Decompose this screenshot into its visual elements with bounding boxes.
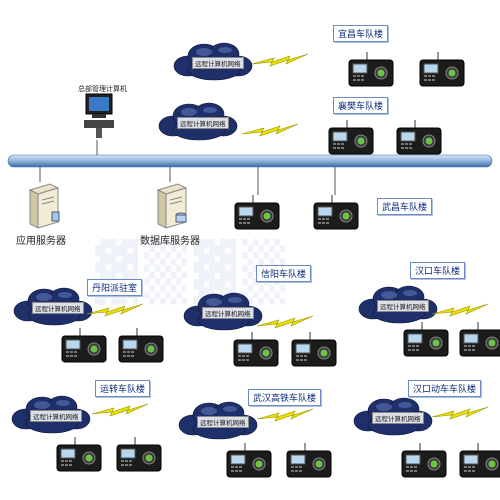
group-label-yichang: 宜昌车队楼 xyxy=(333,25,389,42)
lightning-bolt-icon xyxy=(431,406,489,420)
attendance-terminal-icon xyxy=(401,443,447,478)
attendance-terminal xyxy=(225,443,273,483)
attendance-terminal xyxy=(347,52,395,92)
attendance-terminal xyxy=(402,322,450,362)
lightning-bolt-icon xyxy=(86,303,144,317)
lightning-bolt-icon xyxy=(241,123,299,137)
lightning-bolt-icon xyxy=(431,303,489,317)
admin-computer xyxy=(82,90,116,140)
attendance-terminal xyxy=(60,328,108,368)
attendance-terminal xyxy=(395,120,443,160)
attendance-terminal-icon xyxy=(348,52,394,87)
attendance-terminal-icon xyxy=(403,322,449,357)
app-server xyxy=(22,182,62,234)
network-cloud-label: 远程计算机网络 xyxy=(202,307,254,319)
group-label-wuchang: 武昌车队楼 xyxy=(377,198,433,215)
db-server xyxy=(150,182,190,234)
wireless-link xyxy=(85,300,145,328)
backbone-bus xyxy=(7,154,493,168)
wireless-link xyxy=(255,312,315,340)
attendance-terminal xyxy=(327,120,375,160)
attendance-terminal xyxy=(117,328,165,368)
app-server-label: 应用服务器 xyxy=(16,236,66,247)
attendance-terminal-icon xyxy=(328,120,374,155)
attendance-terminal xyxy=(232,332,280,372)
attendance-terminal-icon xyxy=(459,322,500,357)
attendance-terminal-icon xyxy=(286,443,332,478)
attendance-terminal xyxy=(458,443,500,483)
attendance-terminal-icon xyxy=(291,332,337,367)
group-label-xinyang: 信阳车队楼 xyxy=(256,265,312,282)
attendance-terminal xyxy=(312,195,360,235)
attendance-terminal-icon xyxy=(118,328,164,363)
attendance-terminal xyxy=(285,443,333,483)
attendance-terminal-icon xyxy=(396,120,442,155)
attendance-terminal-icon xyxy=(56,437,102,472)
network-cloud-label: 远程计算机网络 xyxy=(377,300,429,312)
group-label-hankou_dongche: 汉口动车车队楼 xyxy=(408,380,482,397)
network-cloud-label: 远程计算机网络 xyxy=(177,117,229,129)
attendance-terminal-icon xyxy=(61,328,107,363)
admin-computer-label: 总部管理计算机 xyxy=(78,85,127,93)
lightning-bolt-icon xyxy=(91,403,149,417)
lightning-bolt-icon xyxy=(256,408,314,422)
network-cloud-label: 远程计算机网络 xyxy=(30,410,82,422)
server-icon xyxy=(28,183,60,229)
group-label-yunzhuan: 运转车队楼 xyxy=(95,380,151,397)
attendance-terminal-icon xyxy=(233,332,279,367)
network-cloud-label: 远程计算机网络 xyxy=(192,57,244,69)
wireless-link xyxy=(240,120,300,148)
db-server-label: 数据库服务器 xyxy=(140,236,200,247)
attendance-terminal-icon xyxy=(234,195,280,230)
attendance-terminal xyxy=(233,195,281,235)
wireless-link xyxy=(90,400,150,428)
server-icon xyxy=(156,183,188,229)
network-cloud-label: 远程计算机网络 xyxy=(197,416,249,428)
wireless-link xyxy=(430,300,490,328)
attendance-terminal xyxy=(115,437,163,477)
lightning-bolt-icon xyxy=(251,53,309,67)
attendance-terminal xyxy=(55,437,103,477)
group-label-hankou: 汉口车队楼 xyxy=(410,262,466,279)
lightning-bolt-icon xyxy=(256,315,314,329)
network-cloud-label: 远程计算机网络 xyxy=(32,302,84,314)
admin-computer-icon xyxy=(84,93,114,138)
attendance-terminal xyxy=(400,443,448,483)
attendance-terminal xyxy=(418,52,466,92)
group-label-xiangfan: 襄樊车队楼 xyxy=(333,97,389,114)
attendance-terminal xyxy=(458,322,500,362)
attendance-terminal-icon xyxy=(226,443,272,478)
attendance-terminal-icon xyxy=(313,195,359,230)
group-label-danyang: 丹阳派驻室 xyxy=(87,279,143,296)
group-label-wuhan_gaotie: 武汉高铁车队楼 xyxy=(248,389,322,406)
wireless-link xyxy=(255,405,315,433)
network-cloud-label: 远程计算机网络 xyxy=(372,412,424,424)
attendance-terminal-icon xyxy=(459,443,500,478)
wireless-link xyxy=(250,50,310,78)
attendance-terminal xyxy=(290,332,338,372)
attendance-terminal-icon xyxy=(116,437,162,472)
attendance-terminal-icon xyxy=(419,52,465,87)
wireless-link xyxy=(430,403,490,431)
